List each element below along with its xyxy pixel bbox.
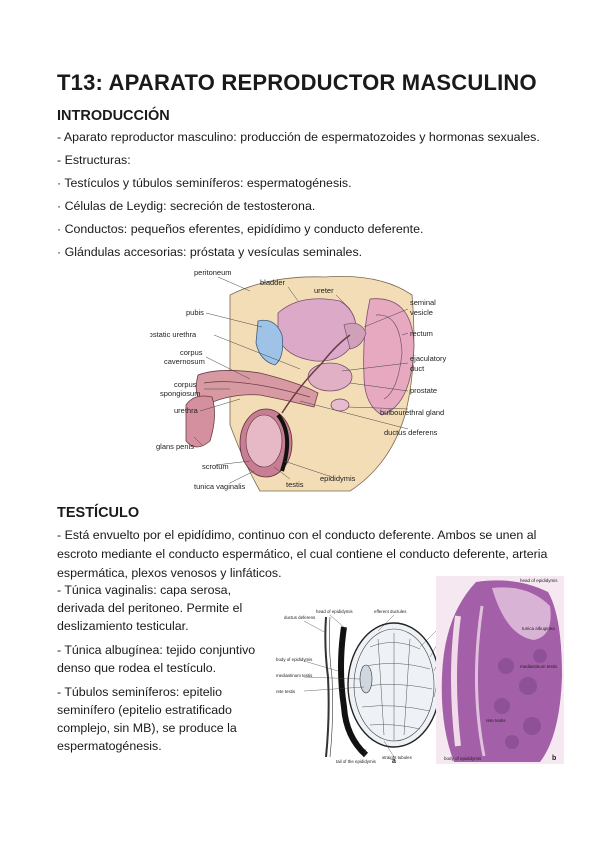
list-item-tubulos: - Túbulos seminíferos: epitelio seminífe… — [57, 685, 237, 753]
label-efferent: efferent ductules — [374, 609, 407, 614]
figure-letter-a: a — [392, 758, 396, 765]
label-bladder: bladder — [260, 278, 286, 287]
intro-line-1: - Aparato reproductor masculino: producc… — [57, 130, 540, 144]
testis-diagram: ductus deferens head of epididymis effer… — [276, 609, 477, 765]
list-item-tunica-vaginalis: - Túnica vaginalis: capa serosa, derivad… — [57, 583, 243, 633]
label-urethra: urethra — [174, 406, 199, 415]
label-prostate: prostate — [410, 386, 437, 395]
intro-line-4: · Células de Leydig: secreción de testos… — [57, 199, 316, 213]
label-epididymis: epididymis — [320, 474, 356, 483]
label-tail-epididymis: tail of the epididymis — [336, 759, 377, 764]
label-rete-testis-b: rete testis — [486, 718, 506, 723]
label-glans-penis: glans penis — [156, 442, 194, 451]
testiculo-list: - Túnica vaginalis: capa serosa, derivad… — [57, 581, 262, 761]
label-head-epididymis-b: head of epididymis — [520, 578, 558, 583]
label-seminal: seminal — [410, 298, 436, 307]
label-straight-tubules: straight tubules — [382, 755, 413, 760]
intro-heading: INTRODUCCIÓN — [57, 108, 170, 124]
male-pelvis-illustration: peritoneum bladder ureter seminal vesicl… — [150, 268, 447, 492]
label-ductus-deferens: ductus deferens — [384, 428, 438, 437]
label-spongiosum: spongiosum — [160, 389, 200, 398]
list-item-tunica-albuginea: - Túnica albugínea: tejido conjuntivo de… — [57, 643, 256, 675]
testiculo-paragraph: - Está envuelto por el epidídimo, contin… — [57, 528, 548, 580]
intro-line-5: · Conductos: pequeños eferentes, epidídi… — [57, 222, 424, 236]
label-peritoneum: peritoneum — [194, 268, 232, 277]
intro-line-6: · Glándulas accesorias: próstata y vesíc… — [57, 245, 363, 259]
label-scrotum: scrotum — [202, 462, 229, 471]
testiculo-heading: TESTÍCULO — [57, 505, 140, 521]
label-prostatic-urethra: prostatic urethra — [150, 330, 197, 339]
label-mediastinum-2: mediastinum testis — [276, 673, 313, 678]
page-title: T13: APARATO REPRODUCTOR MASCULINO — [57, 70, 537, 95]
label-tunica-vaginalis: tunica vaginalis — [194, 482, 246, 491]
intro-line-3: · Testículos y túbulos seminíferos: espe… — [57, 176, 352, 190]
label-mediastinum-b: mediastinum testis — [520, 664, 558, 669]
intro-line-2: - Estructuras: — [57, 153, 131, 167]
label-ejaculatory: ejaculatory — [410, 354, 447, 363]
label-ureter: ureter — [314, 286, 334, 295]
label-bulbourethral: bulbourethral gland — [380, 408, 444, 417]
testis-micrograph: head of epididymis tunica albuginea medi… — [436, 576, 564, 764]
label-head-epididymis: head of epididymis — [316, 609, 353, 614]
label-rete-testis-2: rete testis — [276, 689, 296, 694]
label-body-epididymis-b: body of epididymis — [444, 756, 482, 761]
label-corpus-1: corpus — [180, 348, 203, 357]
label-duct: duct — [410, 364, 425, 373]
label-testis: testis — [286, 480, 304, 489]
label-rectum: rectum — [410, 329, 433, 338]
label-ductus-deferens-2: ductus deferens — [284, 615, 316, 620]
label-body-epididymis: body of epididymis — [276, 657, 313, 662]
label-tunica-albuginea-b: tunica albuginea — [522, 626, 555, 631]
label-cavernosum: cavernosum — [164, 357, 205, 366]
label-pubis: pubis — [186, 308, 204, 317]
label-vesicle: vesicle — [410, 308, 433, 317]
figure-letter-b: b — [552, 755, 556, 762]
label-corpus-2: corpus — [174, 380, 197, 389]
